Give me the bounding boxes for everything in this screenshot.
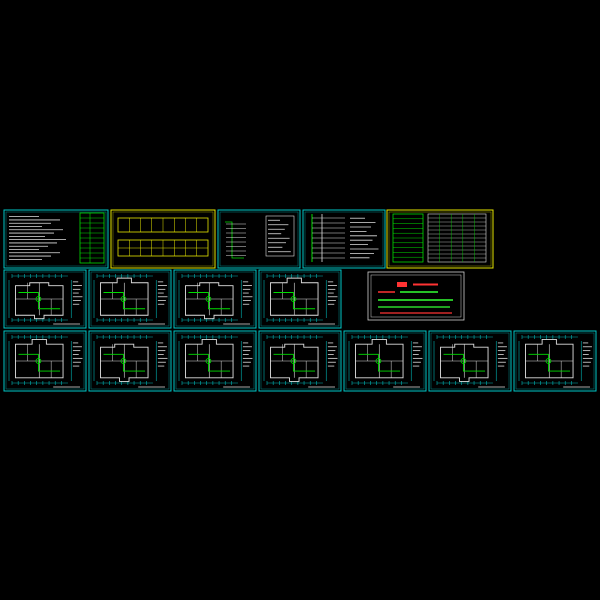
sheet-border — [88, 330, 172, 392]
building-outline — [525, 338, 574, 379]
equipment-table-sheet — [110, 209, 216, 269]
cad-logo-icon — [397, 282, 407, 287]
heating-pipe — [273, 292, 316, 310]
sheet-inner-border — [112, 211, 214, 267]
riser-symbol — [35, 358, 42, 364]
heating-pipe — [103, 292, 146, 310]
floor-plan-3 — [173, 269, 257, 329]
sheet-border — [3, 269, 87, 329]
floor-plan-10 — [428, 330, 512, 392]
floor-plan-7 — [173, 330, 257, 392]
sheet-border — [110, 209, 216, 269]
sheet-inner-border — [5, 332, 85, 390]
sheet-inner-border — [219, 211, 299, 267]
notes-sheet — [3, 209, 109, 269]
building-outline — [270, 277, 319, 316]
sheet-border — [258, 330, 342, 392]
riser-symbol — [35, 296, 42, 302]
sheet-inner-border — [90, 332, 170, 390]
building-outline — [100, 277, 149, 316]
floor-plan-4 — [258, 269, 342, 329]
sheet-border — [258, 269, 342, 329]
sheet-border — [428, 330, 512, 392]
floor-plan-2 — [88, 269, 172, 329]
building-outline — [270, 343, 319, 382]
sheet-inner-border — [430, 332, 510, 390]
heating-pipe — [18, 353, 61, 372]
building-outline — [185, 282, 234, 320]
heating-pipe — [528, 353, 571, 372]
sheet-inner-border — [260, 271, 340, 327]
sheet-border — [302, 209, 386, 269]
riser-symbol — [375, 358, 382, 364]
floor-plan-11 — [513, 330, 597, 392]
sheet-border — [88, 269, 172, 329]
sheet-inner-border — [304, 211, 384, 267]
building-outline — [100, 343, 149, 382]
riser-symbol — [290, 358, 297, 364]
heating-pipe — [188, 292, 231, 310]
building-outline — [440, 343, 489, 382]
heating-pipe — [18, 292, 61, 310]
title-block-border — [367, 271, 465, 321]
floor-plan-6 — [88, 330, 172, 392]
riser-symbol — [460, 358, 467, 364]
floor-plan-8 — [258, 330, 342, 392]
system-pipe — [225, 221, 244, 259]
riser-diagram-sheet — [302, 209, 386, 269]
sheet-border — [386, 209, 494, 269]
riser-symbol — [205, 358, 212, 364]
sheet-border — [3, 209, 109, 269]
heating-pipe — [358, 353, 401, 372]
sheet-inner-border — [345, 332, 425, 390]
heating-pipe — [188, 353, 231, 372]
sheet-inner-border — [5, 211, 107, 267]
title-block-inner — [370, 274, 462, 318]
riser-symbol — [205, 296, 212, 302]
sheet-border — [343, 330, 427, 392]
sheet-inner-border — [90, 271, 170, 327]
riser-symbol — [545, 358, 552, 364]
system-legend — [265, 215, 295, 257]
floor-plan-9 — [343, 330, 427, 392]
sheet-inner-border — [515, 332, 595, 390]
system-diagram-sheet — [217, 209, 301, 269]
sheet-inner-border — [388, 211, 492, 267]
floor-plan-5 — [3, 330, 87, 392]
riser-symbol — [290, 296, 297, 302]
building-outline — [15, 282, 64, 320]
floor-plan-1 — [3, 269, 87, 329]
sheet-border — [513, 330, 597, 392]
sheet-border — [3, 330, 87, 392]
building-outline — [15, 338, 64, 379]
sheet-inner-border — [260, 332, 340, 390]
heating-pipe — [273, 353, 316, 372]
sheet-border — [173, 330, 257, 392]
building-outline — [185, 338, 234, 379]
riser-symbol — [120, 296, 127, 302]
building-outline — [355, 338, 404, 379]
heating-pipe — [443, 353, 486, 372]
sheet-inner-border — [175, 332, 255, 390]
schedule-sheet — [386, 209, 494, 269]
sheet-border — [173, 269, 257, 329]
sheet-inner-border — [175, 271, 255, 327]
riser-symbol — [120, 358, 127, 364]
sheet-border — [217, 209, 301, 269]
title-block — [367, 271, 465, 321]
heating-pipe — [103, 353, 146, 372]
sheet-inner-border — [5, 271, 85, 327]
